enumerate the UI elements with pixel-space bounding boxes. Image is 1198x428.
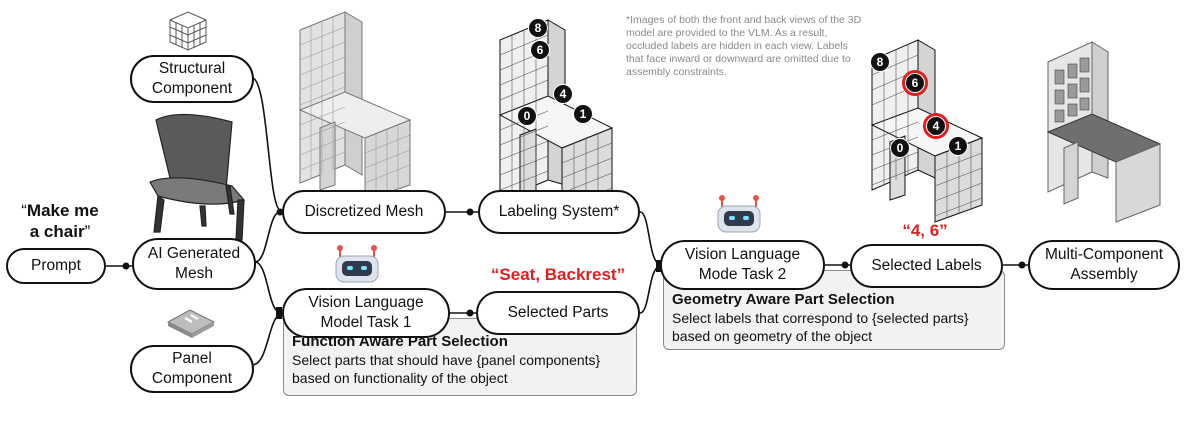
vlm-task2-node: Vision Language Mode Task 2 <box>660 240 825 290</box>
selected-labels-quote: “4, 6” <box>902 221 948 240</box>
task2-line2: based on geometry of the object <box>672 328 873 344</box>
footnote-text: *Images of both the front and back views… <box>626 14 862 78</box>
task1-line1: Select parts that should have {panel com… <box>292 352 601 368</box>
prompt-node: Prompt <box>6 248 106 284</box>
selected-parts-node: Selected Parts <box>476 291 640 335</box>
robot-icon-task2 <box>717 195 761 233</box>
structural-component-node: Structural Component <box>130 55 254 103</box>
selected-chair-label-0: 0 <box>890 138 910 158</box>
chair-label-6: 6 <box>530 40 550 60</box>
ai-generated-mesh-node: AI Generated Mesh <box>132 238 256 290</box>
assembly-chair-image <box>1046 41 1162 223</box>
selected-parts-quote: “Seat, Backrest” <box>490 265 626 284</box>
panel-component-icon <box>166 309 216 338</box>
highlight-ring-4 <box>923 113 949 139</box>
chair-label-8: 8 <box>528 18 548 38</box>
structural-cube-icon <box>169 11 207 51</box>
ai-generated-chair-image <box>149 113 246 241</box>
multi-component-assembly-node: Multi-Component Assembly <box>1028 240 1180 290</box>
selected-chair-label-8: 8 <box>870 52 890 72</box>
task2-title: Geometry Aware Part Selection <box>672 291 895 308</box>
robot-icon-task1 <box>335 245 379 283</box>
selected-labels-node: Selected Labels <box>850 244 1003 288</box>
panel-component-node: Panel Component <box>130 345 254 393</box>
chair-label-1: 1 <box>573 104 593 124</box>
prompt-quote: “Make me a chair” <box>21 201 99 241</box>
task2-line1: Select labels that correspond to {select… <box>672 310 969 326</box>
chair-label-4: 4 <box>553 84 573 104</box>
vlm-task1-node: Vision Language Model Task 1 <box>282 288 450 338</box>
highlight-ring-6 <box>902 70 928 96</box>
discretized-mesh-node: Discretized Mesh <box>282 190 446 234</box>
labeling-system-node: Labeling System* <box>478 190 640 234</box>
chair-label-0: 0 <box>517 106 537 126</box>
selected-chair-label-1: 1 <box>948 136 968 156</box>
task1-line2: based on functionality of the object <box>292 370 508 386</box>
